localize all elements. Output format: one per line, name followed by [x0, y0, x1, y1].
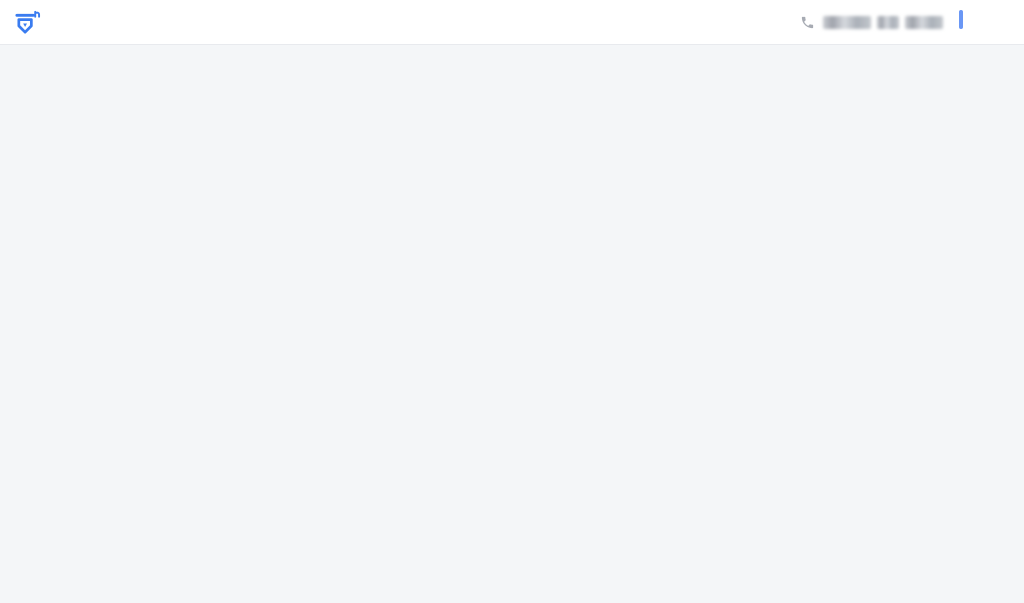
- register-button[interactable]: [971, 8, 1005, 37]
- logo[interactable]: [14, 9, 48, 36]
- site-header: [0, 0, 1024, 45]
- phone-number-redacted: [823, 15, 943, 29]
- logo-shield-icon: [14, 9, 41, 36]
- header-right: [800, 8, 1024, 37]
- blue-divider-bar: [959, 9, 963, 29]
- phone-icon: [800, 15, 815, 30]
